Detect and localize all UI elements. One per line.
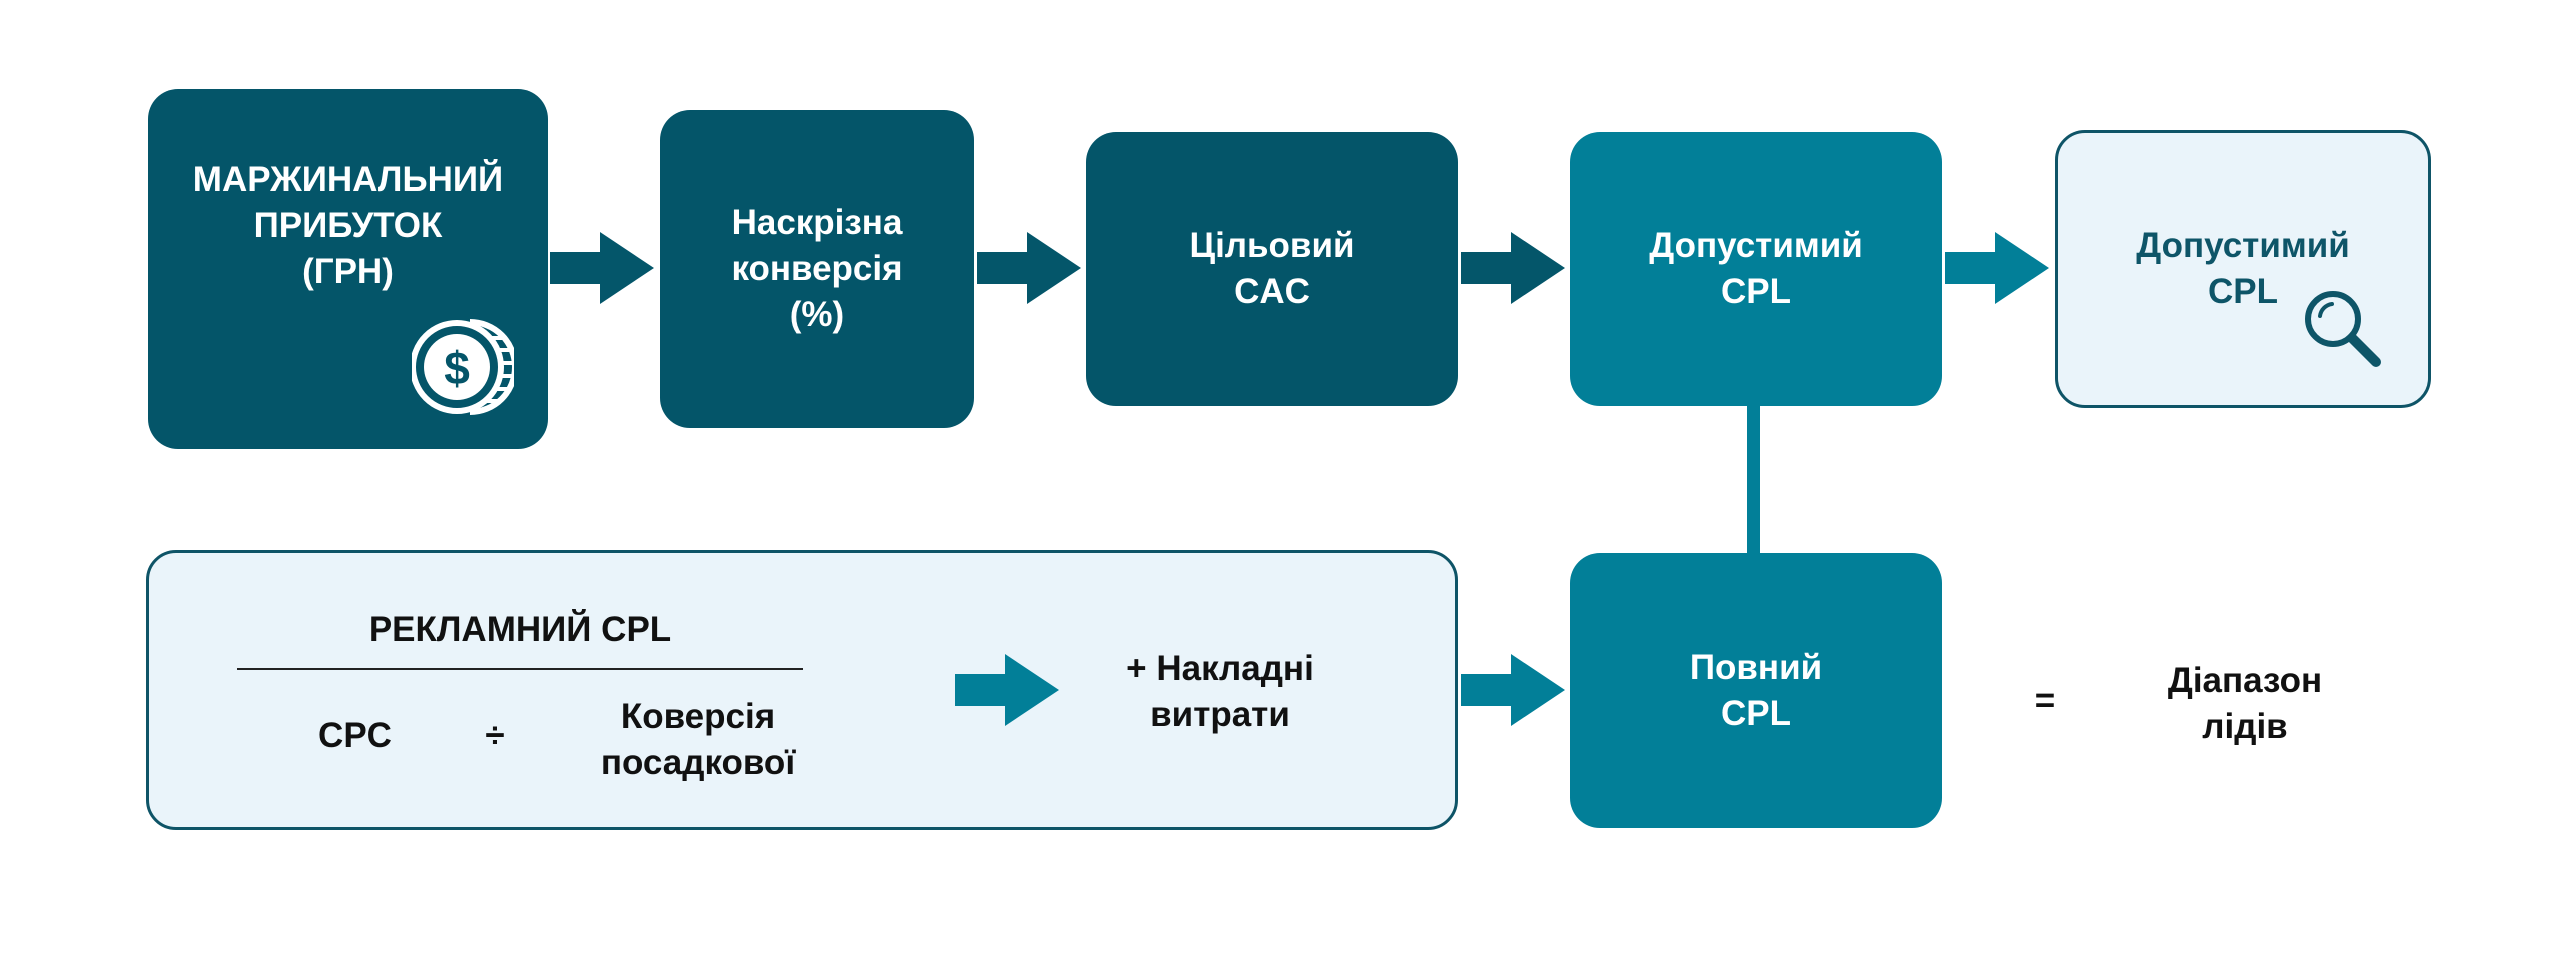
equals-sign: = (2034, 681, 2056, 720)
landing-conversion-label: Коверсія посадкової (600, 697, 796, 782)
arrow-right-icon (955, 654, 1059, 726)
overhead-costs-label: + Накладні витрати (1126, 649, 1314, 734)
marginal-profit-label: МАРЖИНАЛЬНИЙ ПРИБУТОК (ГРН) (192, 160, 504, 291)
end-to-end-conversion-box: Наскрізна конверсія (%) (660, 110, 974, 428)
allowed-cpl-label: Допустимий CPL (1649, 226, 1863, 311)
arrow-right-icon (550, 232, 654, 304)
magnifier-icon (2300, 286, 2384, 370)
marginal-profit-box: МАРЖИНАЛЬНИЙ ПРИБУТОК (ГРН) (148, 89, 548, 449)
target-cac-box: Цільовий CAC (1086, 132, 1458, 406)
allowed-cpl-result-label: Допустимий CPL (2136, 226, 2350, 311)
allowed-cpl-result-box: Допустимий CPL (2055, 130, 2431, 408)
svg-text:$: $ (444, 342, 470, 394)
target-cac-label: Цільовий CAC (1189, 226, 1355, 311)
end-to-end-conversion-label: Наскрізна конверсія (%) (731, 203, 903, 334)
full-cpl-label: Повний CPL (1689, 647, 1823, 733)
divide-operator: ÷ (485, 716, 505, 755)
arrow-right-icon (1461, 654, 1565, 726)
lead-range-label: Діапазон лідів (2167, 661, 2323, 746)
arrow-right-icon (977, 232, 1081, 304)
arrow-right-icon (1461, 232, 1565, 304)
fraction-divider (237, 668, 803, 670)
arrow-right-icon (1945, 232, 2049, 304)
dollar-coin-icon: $ (410, 316, 518, 418)
allowed-cpl-box: Допустимий CPL (1570, 132, 1942, 406)
advertising-cpl-panel (146, 550, 1458, 830)
full-cpl-box: Повний CPL (1570, 553, 1942, 828)
advertising-cpl-numerator: РЕКЛАМНИЙ CPL (368, 610, 672, 649)
cpc-label: CPC (318, 716, 392, 755)
connector-line (1747, 402, 1760, 562)
